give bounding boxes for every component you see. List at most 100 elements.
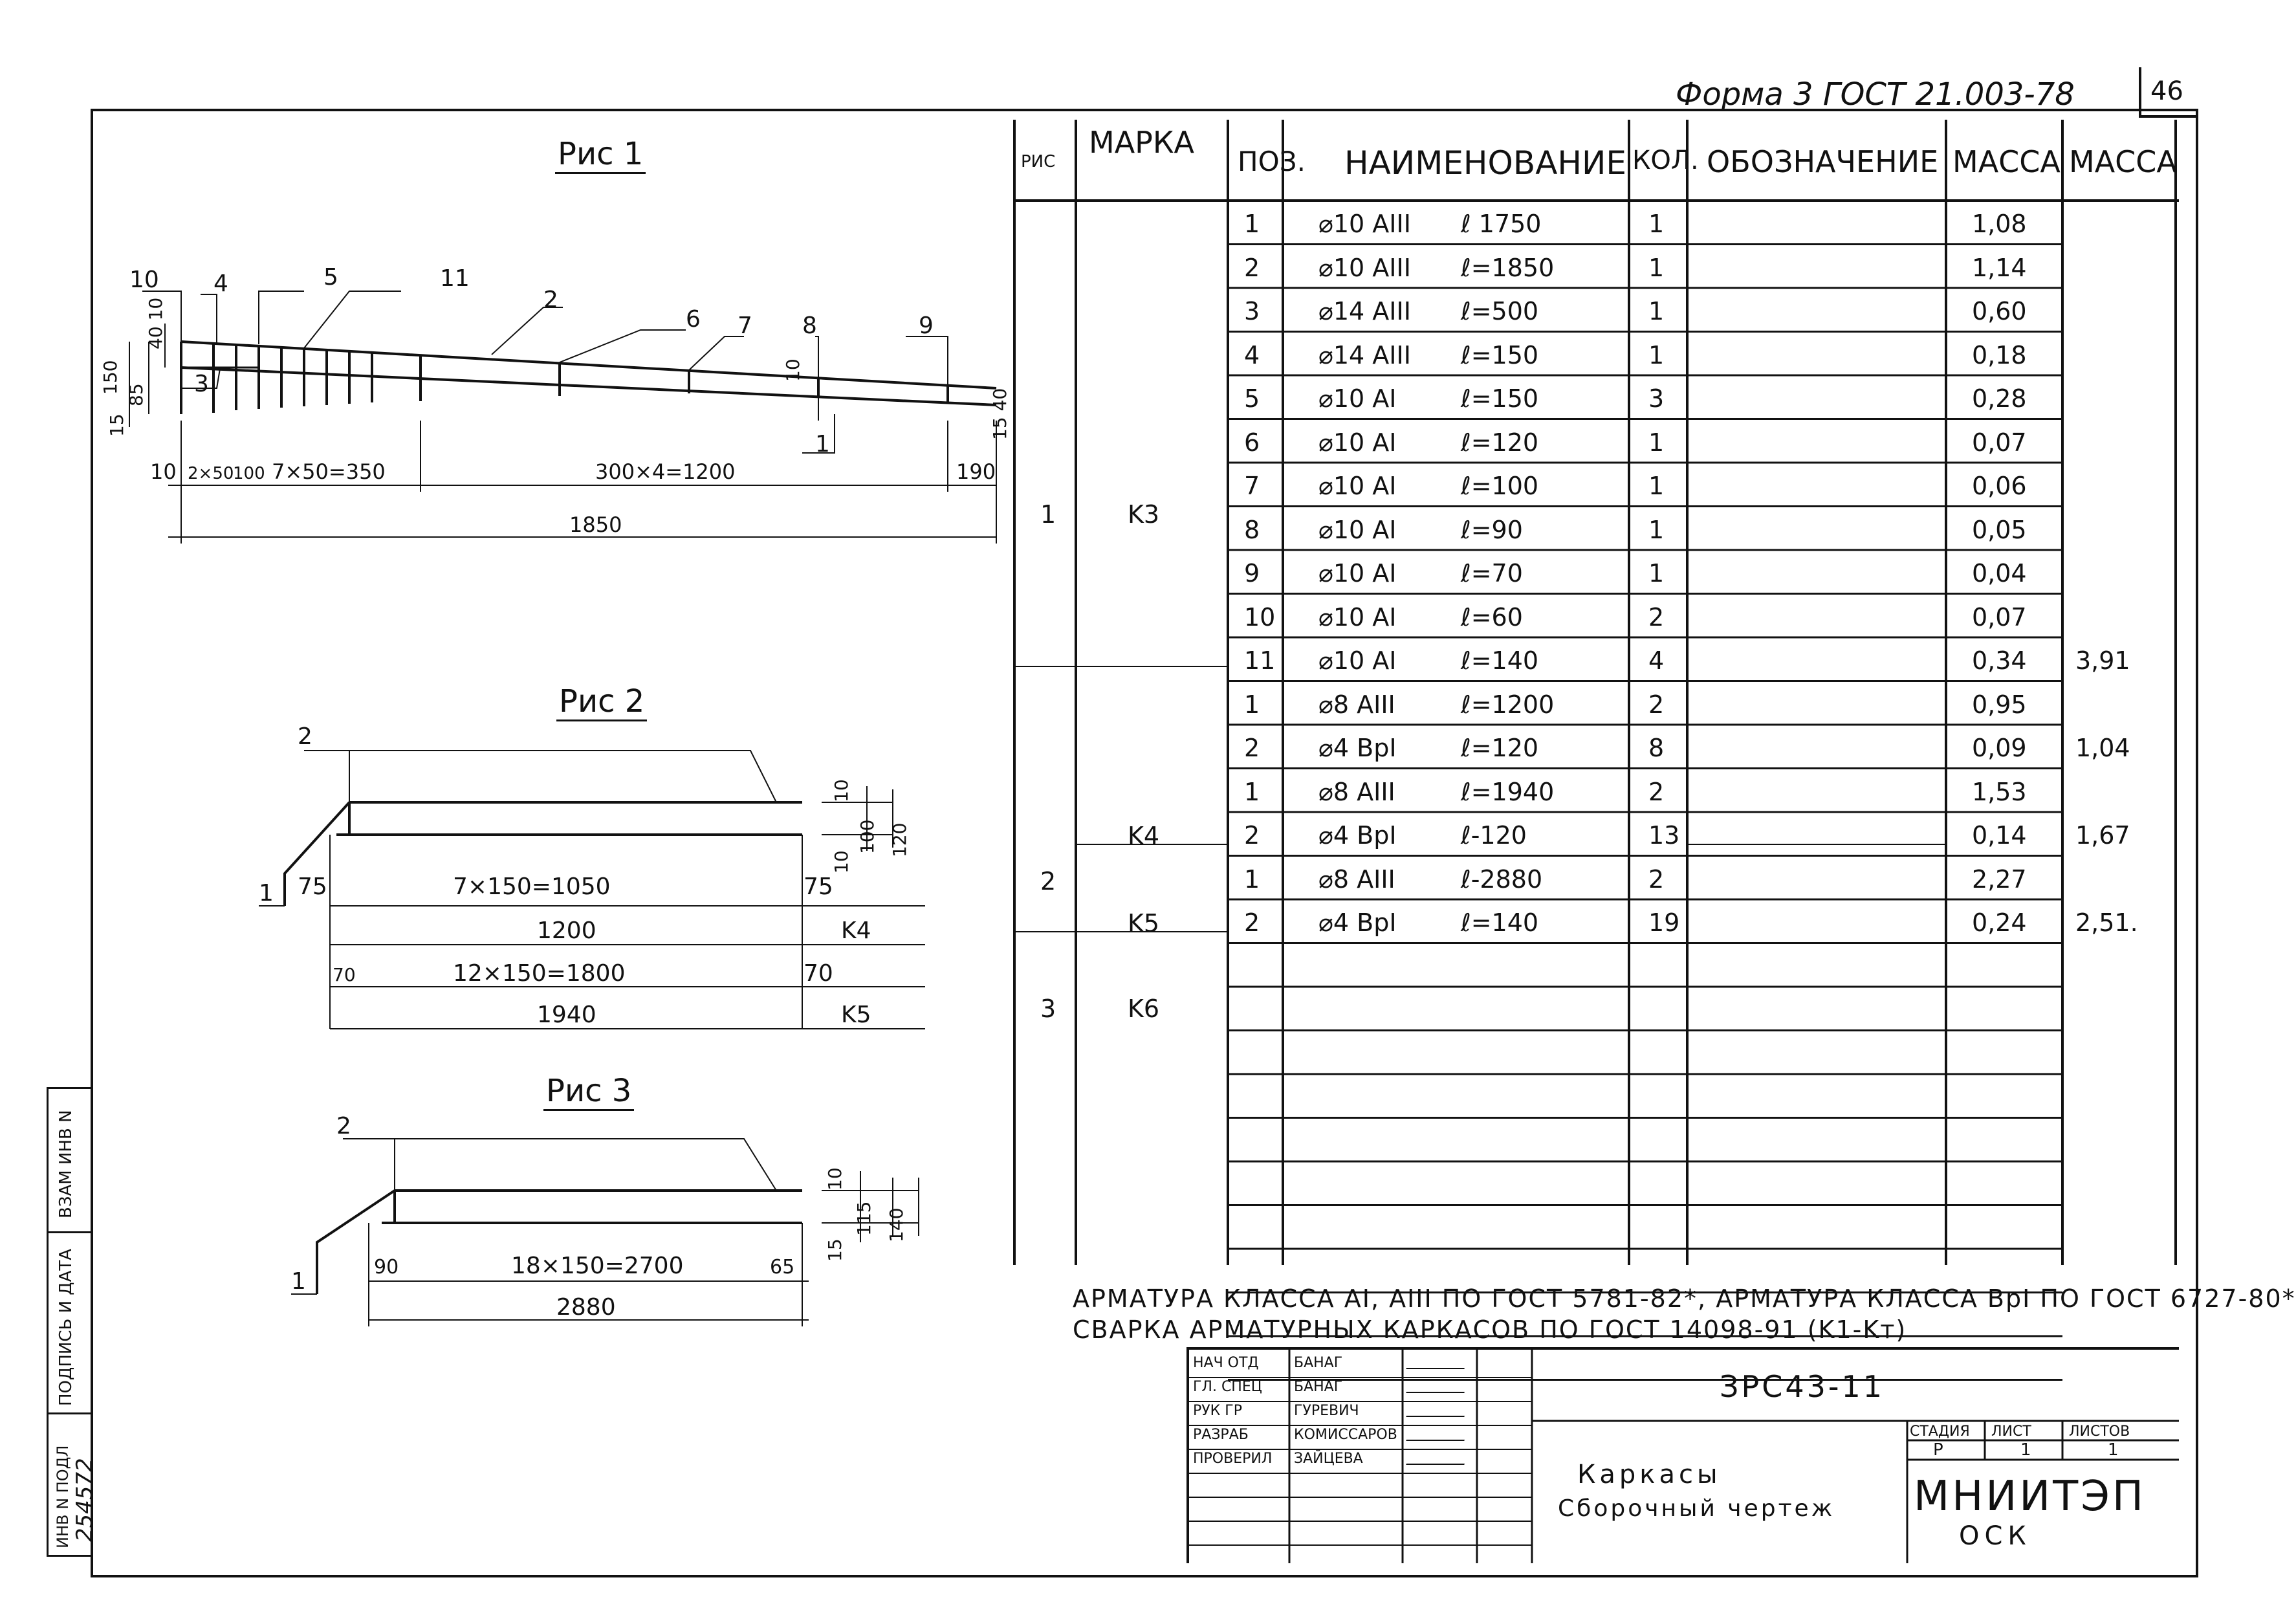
row-length: ℓ=120 (1461, 734, 1539, 762)
person-name: КОМИССАРОВ (1294, 1427, 1397, 1443)
row-poz: 7 (1244, 472, 1260, 500)
row-poz: 3 (1244, 297, 1260, 325)
row-mass: 0,34 (1972, 646, 2027, 675)
row-diameter: ⌀10 AI (1318, 559, 1397, 588)
row-poz: 6 (1244, 428, 1260, 457)
stage-label: СТАДИЯ (1910, 1423, 1970, 1440)
svg-text:70: 70 (804, 960, 833, 987)
person-name: БАНАГ (1294, 1355, 1343, 1371)
org-sub: ОСК (1959, 1521, 2031, 1551)
person-role: РУК ГР (1193, 1403, 1242, 1419)
row-total-mass: 2,51. (2075, 908, 2138, 937)
row-length: ℓ=1200 (1461, 690, 1555, 719)
svg-text:7×50=350: 7×50=350 (272, 459, 386, 484)
row-length: ℓ=150 (1461, 340, 1539, 369)
person-name: ГУРЕВИЧ (1294, 1403, 1359, 1419)
svg-text:8: 8 (802, 313, 817, 339)
svg-text:12×150=1800: 12×150=1800 (453, 960, 625, 987)
org-name: МНИИТЭП (1914, 1473, 2146, 1521)
svg-text:1: 1 (815, 431, 830, 457)
row-diameter: ⌀10 AI (1318, 472, 1397, 500)
svg-text:15: 15 (824, 1238, 846, 1262)
sheet-number-box: 46 (2139, 67, 2197, 118)
sheet-value: 1 (2020, 1440, 2031, 1460)
row-length: ℓ=70 (1461, 559, 1523, 588)
svg-text:10: 10 (831, 850, 852, 873)
row-poz: 11 (1244, 646, 1276, 675)
svg-text:10: 10 (129, 267, 159, 293)
row-diameter: ⌀10 AI (1318, 602, 1397, 632)
row-length: ℓ=90 (1461, 515, 1523, 544)
fig1-drawing: 10 4 5 11 2 6 7 8 9 3 1 150 85 40 10 15 … (100, 264, 1011, 544)
row-qty: 1 (1648, 472, 1665, 500)
inv-label: ИНВ N ПОДЛ (54, 1445, 72, 1548)
svg-text:2×50: 2×50 (188, 464, 234, 483)
fig1-title: Рис 1 (555, 136, 646, 174)
row-diameter: ⌀10 AI (1318, 646, 1397, 675)
fig2-drawing: 2 1 75 7×150=1050 75 1200 K4 70 12×150=1… (259, 723, 925, 1029)
row-total-mass: 1,67 (2075, 821, 2130, 850)
person-name: БАНАГ (1294, 1379, 1343, 1395)
svg-text:6: 6 (686, 306, 701, 333)
row-qty: 2 (1648, 690, 1665, 719)
side-stamp-vzam: ВЗАМ ИНВ N (49, 1089, 93, 1233)
row-diameter: ⌀14 AIII (1318, 297, 1411, 325)
svg-text:11: 11 (440, 265, 470, 292)
row-mass: 0,14 (1972, 821, 2027, 850)
svg-text:190: 190 (956, 459, 996, 484)
row-qty: 1 (1648, 559, 1665, 588)
row-mass: 0,04 (1972, 559, 2027, 588)
header-massa-total: МАССА (2069, 144, 2177, 179)
person-role: ПРОВЕРИЛ (1193, 1451, 1273, 1467)
row-length: ℓ=150 (1461, 384, 1539, 413)
sheets-value: 1 (2108, 1440, 2119, 1460)
row-poz: 2 (1244, 253, 1260, 282)
row-diameter: ⌀8 AIII (1318, 864, 1395, 894)
row-poz: 2 (1244, 734, 1260, 762)
row-total-mass: 1,04 (2075, 734, 2130, 762)
doc-title-2: Сборочный чертеж (1558, 1495, 1835, 1522)
person-name: ЗАЙЦЕВА (1294, 1451, 1363, 1467)
row-diameter: ⌀8 AIII (1318, 777, 1395, 806)
row-poz: 5 (1244, 384, 1260, 413)
row-length: ℓ=140 (1461, 646, 1539, 675)
row-qty: 2 (1648, 864, 1665, 894)
signature-mark (1406, 1352, 1471, 1369)
row-diameter: ⌀14 AIII (1318, 340, 1411, 369)
spec-table: РИС МАРКА ПОЗ. НАИМЕНОВАНИЕ КОЛ. ОБОЗНАЧ… (1013, 120, 2179, 1381)
svg-text:K5: K5 (841, 1002, 871, 1028)
note-line-2: СВАРКА АРМАТУРНЫХ КАРКАСОВ ПО ГОСТ 14098… (1073, 1315, 1907, 1344)
sign-label: ПОДПИСЬ И ДАТА (56, 1248, 76, 1406)
signature-mark (1406, 1376, 1471, 1393)
row-mass: 0,07 (1972, 602, 2027, 632)
svg-text:150: 150 (100, 360, 121, 395)
row-mass: 0,07 (1972, 428, 2027, 457)
row-mass: 0,95 (1972, 690, 2027, 719)
svg-text:100: 100 (857, 820, 878, 854)
row-diameter: ⌀4 BpI (1318, 821, 1397, 850)
row-qty: 1 (1648, 210, 1665, 238)
header-marka: МАРКА (1089, 125, 1195, 160)
doc-code: ЗРС43-11 (1720, 1369, 1885, 1404)
fig2-title: Рис 2 (556, 683, 648, 721)
svg-text:140: 140 (886, 1208, 907, 1242)
row-poz: 1 (1244, 210, 1260, 238)
row-poz: 1 (1244, 864, 1260, 894)
svg-text:2: 2 (336, 1113, 351, 1139)
svg-text:75: 75 (298, 873, 327, 900)
row-poz: 9 (1244, 559, 1260, 588)
sheets-label: ЛИСТОВ (2069, 1423, 2130, 1440)
row-length: ℓ=1850 (1461, 253, 1555, 282)
row-poz: 2 (1244, 908, 1260, 937)
signature-mark (1406, 1424, 1471, 1441)
svg-text:2: 2 (543, 287, 558, 313)
svg-text:1940: 1940 (537, 1002, 596, 1028)
side-stamp: ВЗАМ ИНВ N ПОДПИСЬ И ДАТА ИНВ N ПОДЛ 254… (47, 1087, 98, 1557)
svg-text:2: 2 (298, 723, 312, 750)
row-diameter: ⌀10 AI (1318, 384, 1397, 413)
fig3-title: Рис 3 (543, 1073, 635, 1111)
row-poz: 10 (1244, 602, 1276, 632)
row-qty: 1 (1648, 515, 1665, 544)
svg-text:10: 10 (150, 459, 177, 484)
